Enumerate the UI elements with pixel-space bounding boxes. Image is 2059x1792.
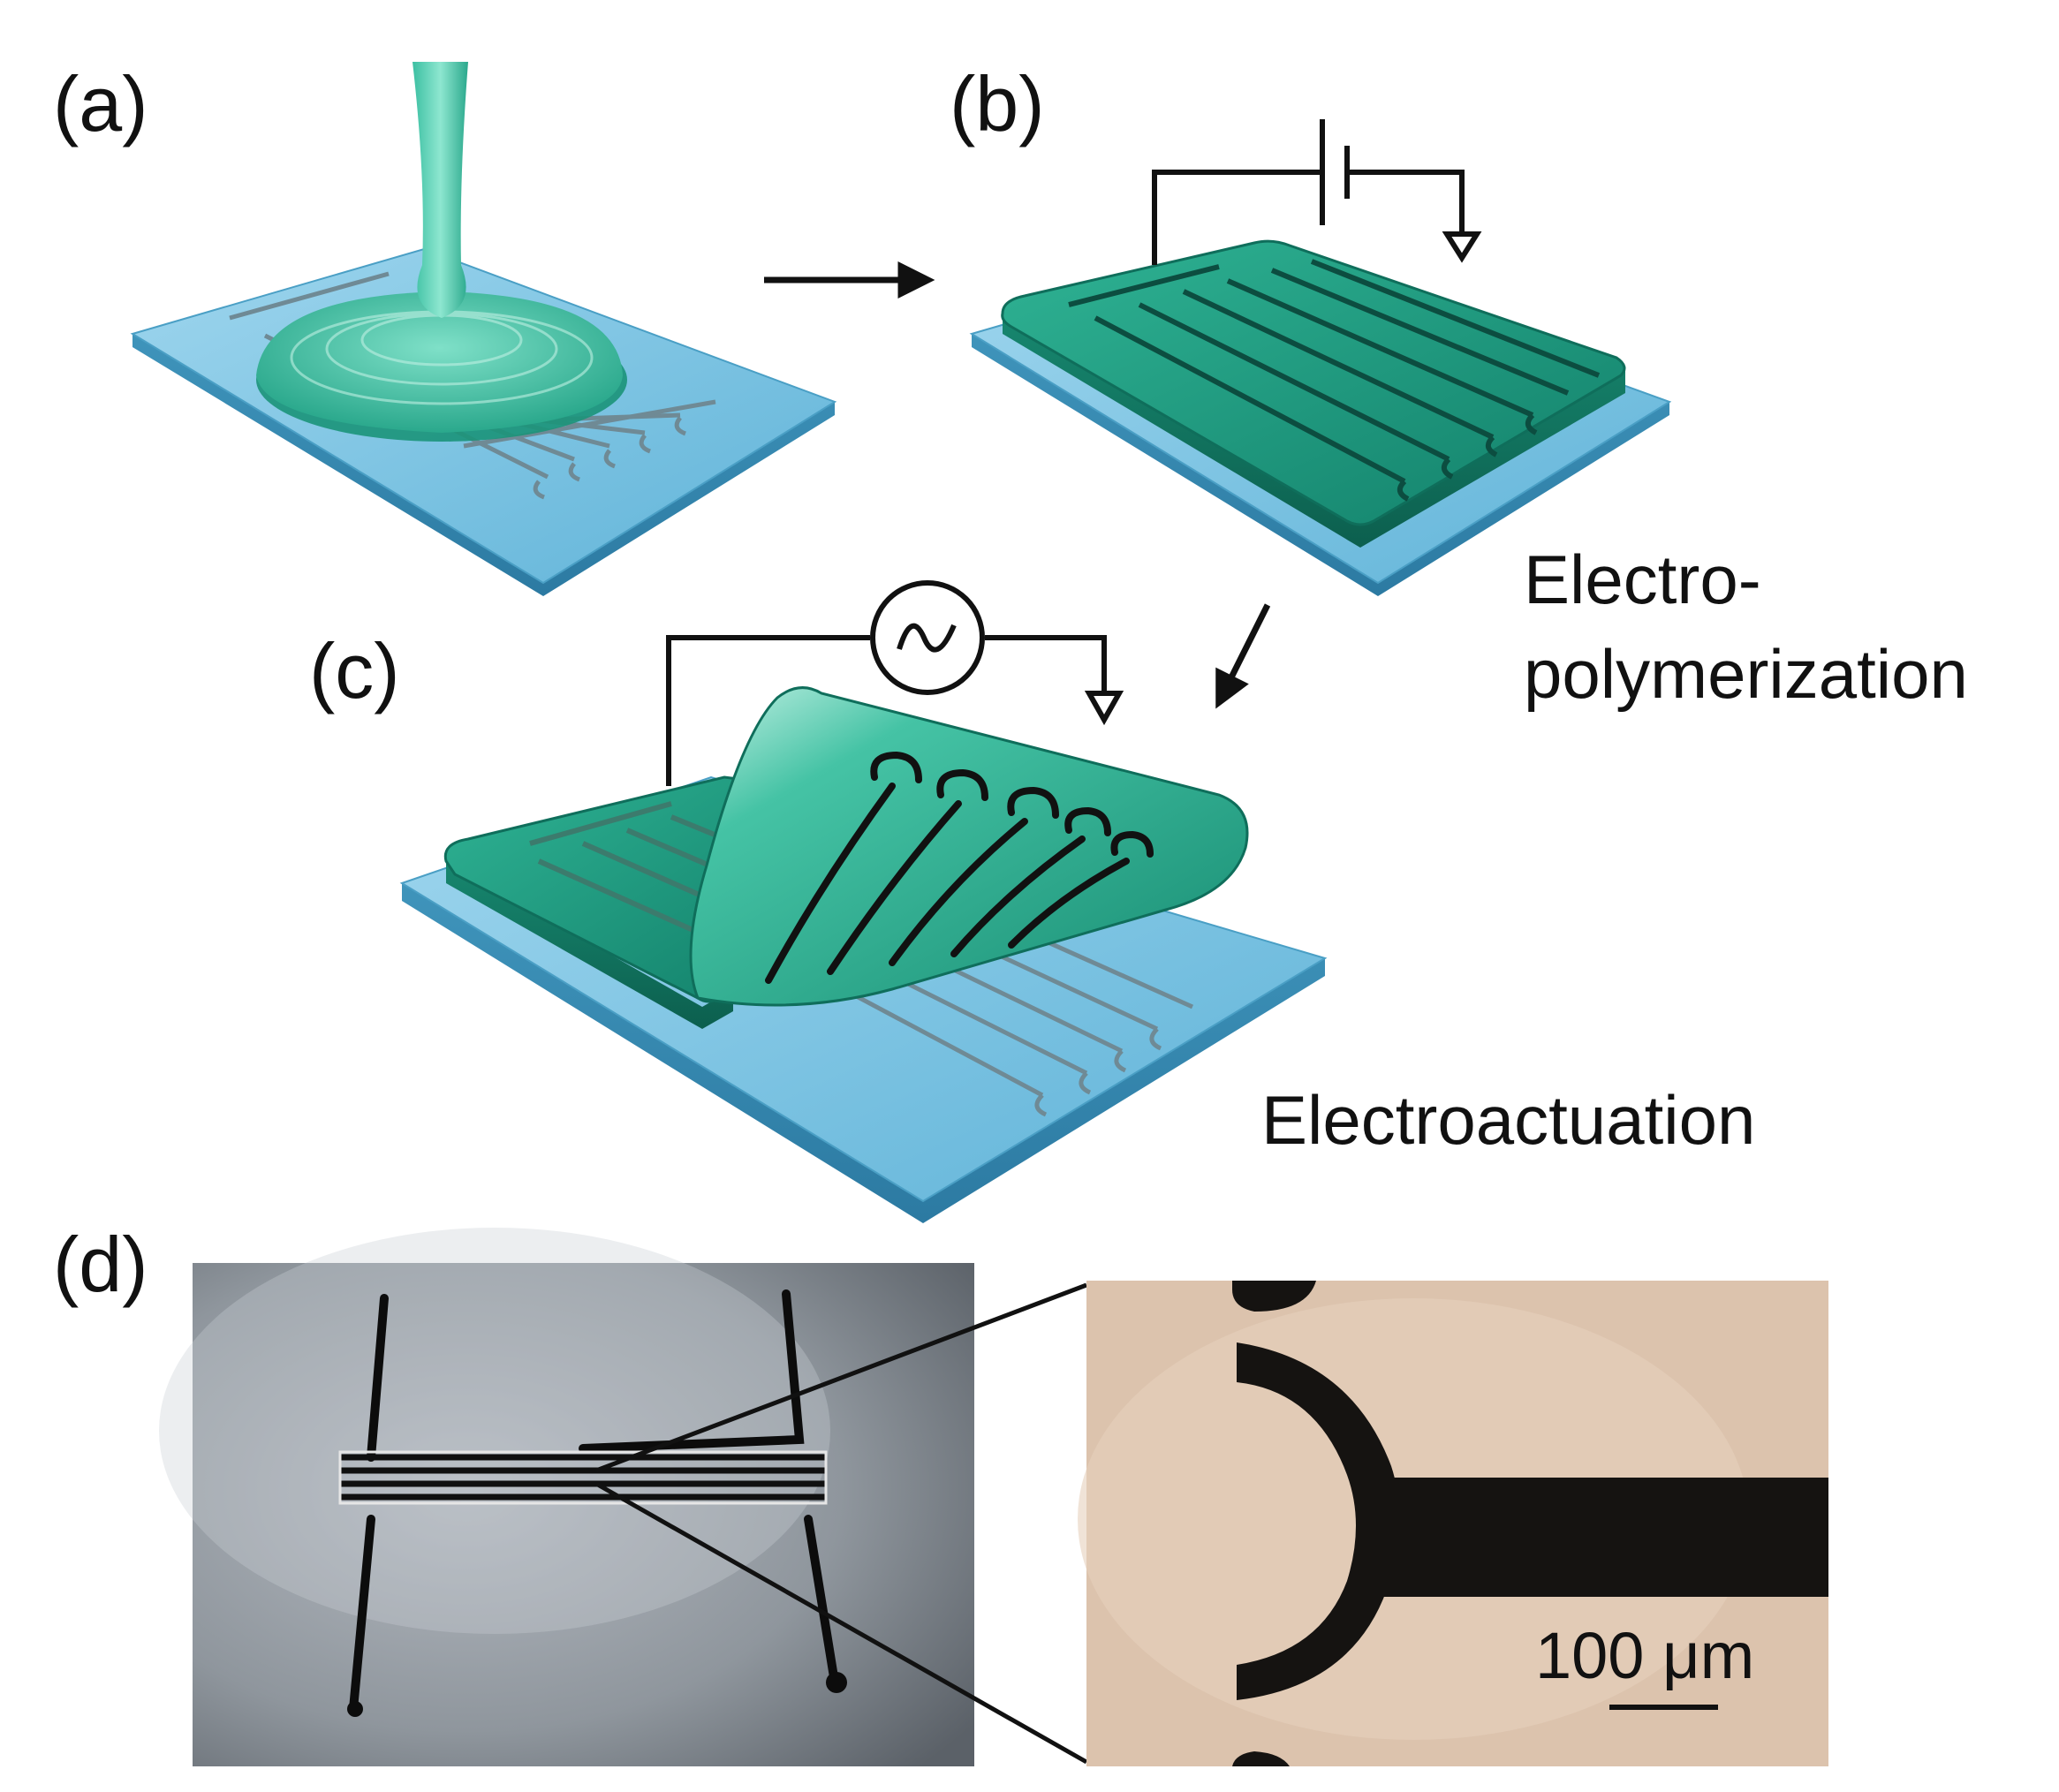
electrode-traces-flap xyxy=(765,751,1154,984)
photo-electrode-array xyxy=(340,1454,826,1501)
electroactuation-label: Electroactuation xyxy=(1261,1081,1755,1159)
sine-wave-icon xyxy=(897,623,957,653)
pouring-stream xyxy=(413,62,468,318)
panel-b-illustration xyxy=(969,119,1672,596)
peeled-polymer-flap xyxy=(689,686,1249,1007)
micrograph-neighbor-top xyxy=(1232,1281,1316,1312)
photo-glare xyxy=(159,1228,830,1634)
micrograph-neighbor-bottom xyxy=(1232,1751,1290,1766)
electropolymerization-label-line2: polymerization xyxy=(1524,635,1968,713)
arrow-b-to-c xyxy=(1215,603,1271,709)
panel-c-illustration xyxy=(399,580,1328,1223)
panel-a-label: (a) xyxy=(53,60,148,147)
panel-c-label: (c) xyxy=(309,627,400,715)
scale-bar-label: 100 μm xyxy=(1535,1619,1754,1692)
zoom-callout-lines xyxy=(594,1282,1088,1765)
device-photo xyxy=(159,1228,974,1766)
panel-d-label: (d) xyxy=(53,1221,148,1308)
micrograph-electrode-arc xyxy=(1237,1342,1399,1700)
panel-b-label: (b) xyxy=(950,60,1045,147)
ac-source-icon xyxy=(870,580,985,695)
photo-array-highlight xyxy=(338,1450,828,1505)
electropolymerization-label-line1: Electro- xyxy=(1524,541,1761,618)
photo-electrodes xyxy=(349,1289,839,1713)
photo-electrode-pad-right xyxy=(826,1672,847,1693)
photo-electrode-pad-left xyxy=(347,1701,363,1717)
panel-a-illustration xyxy=(130,62,837,596)
ac-circuit xyxy=(666,635,1124,786)
dc-circuit xyxy=(1152,119,1482,265)
electrode-traces-b xyxy=(1068,259,1601,502)
micrograph: 100 μm xyxy=(1078,1281,1828,1766)
micrograph-electrode-line xyxy=(1378,1478,1828,1597)
